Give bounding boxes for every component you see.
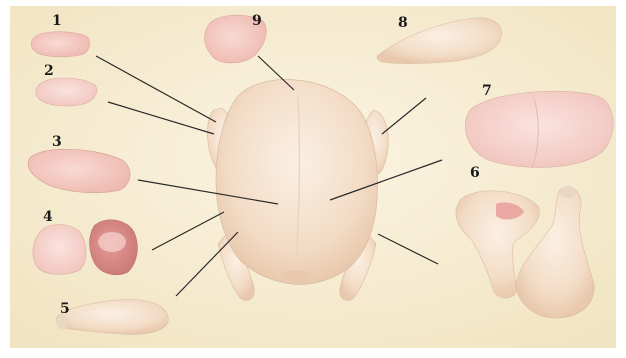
whole-chicken <box>207 80 388 301</box>
label-5: 5 <box>60 302 70 316</box>
label-6: 6 <box>470 166 480 180</box>
chicken-tail <box>282 270 310 282</box>
label-3: 3 <box>52 135 62 149</box>
label-1: 1 <box>52 14 62 28</box>
label-9: 9 <box>252 14 262 28</box>
cut-4-right-highlight <box>98 232 126 252</box>
cut-2-shape <box>36 78 97 106</box>
cut-1-shape <box>31 32 89 57</box>
cut-6-bone-end <box>560 186 576 198</box>
label-4: 4 <box>43 210 53 224</box>
label-8: 8 <box>398 16 408 30</box>
cut-5-bone-end <box>56 315 68 329</box>
cut-7-shape <box>465 91 613 167</box>
label-7: 7 <box>482 84 492 98</box>
cut-4-left-shape <box>33 225 86 275</box>
label-2: 2 <box>44 64 54 78</box>
